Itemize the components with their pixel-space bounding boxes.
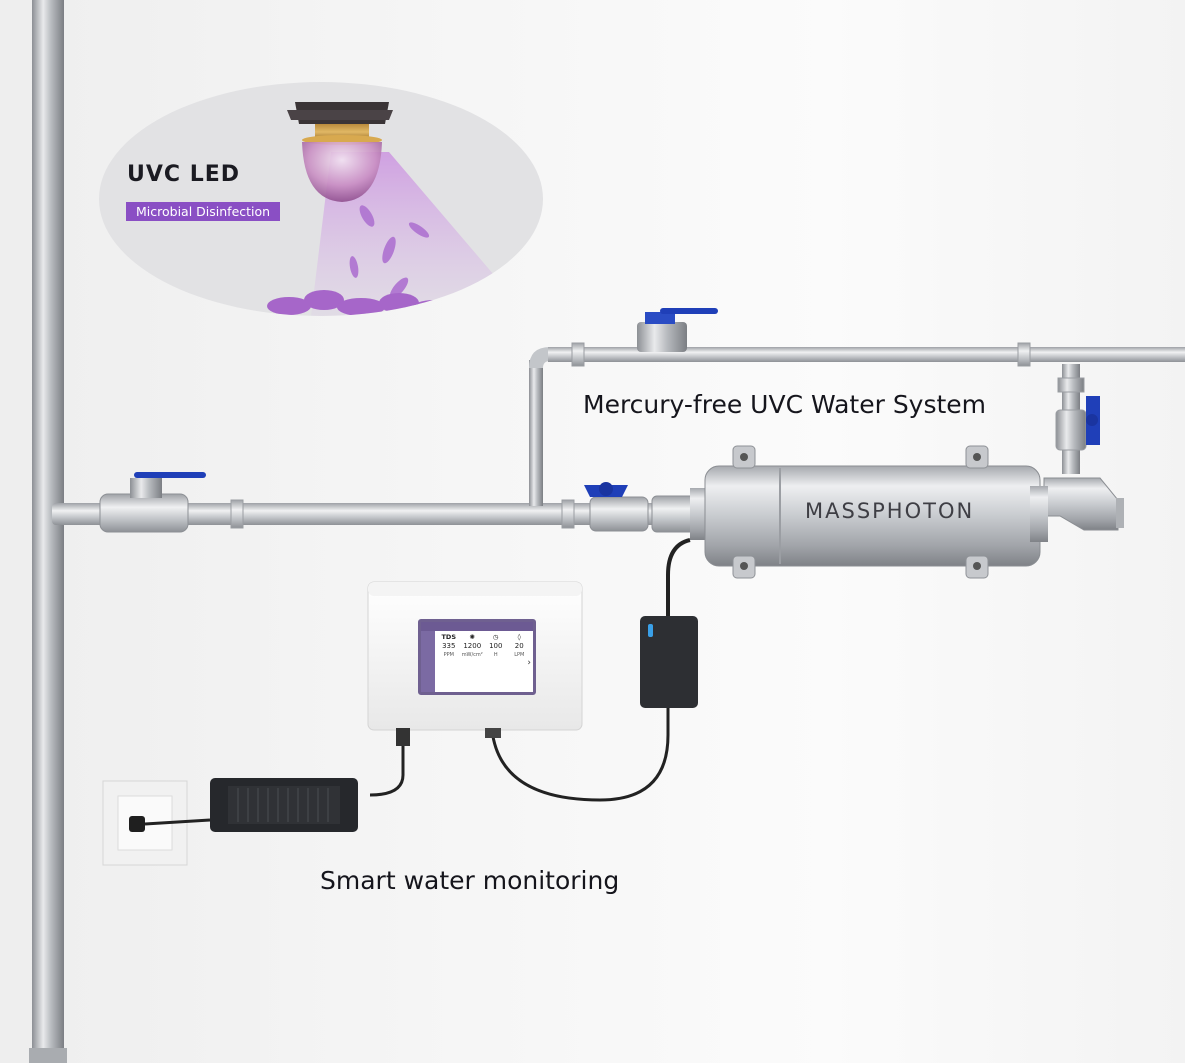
uvc-power-adapter xyxy=(490,538,698,802)
device-inlet-valve xyxy=(584,482,649,532)
monitor-screen: TDS 335 PPM ✺ 1200 mW/cm² ◷ 100 H ◊ 20 L… xyxy=(418,619,536,695)
uvc-reactor xyxy=(651,445,1048,579)
uvc-led-illustration xyxy=(267,102,529,316)
bypass-pipe-vertical xyxy=(529,360,543,506)
monitoring-caption: Smart water monitoring xyxy=(320,866,620,895)
metric-cell: TDS 335 PPM xyxy=(437,633,461,660)
uv-intensity-icon: ✺ xyxy=(469,633,475,641)
bypass-ball-valve xyxy=(637,308,718,352)
outlet-elbow xyxy=(1043,477,1119,531)
metric-cells: TDS 335 PPM ✺ 1200 mW/cm² ◷ 100 H ◊ 20 L… xyxy=(437,633,531,660)
reactor-brand-label: MASSPHOTON xyxy=(805,499,975,523)
metric-value: 1200 xyxy=(463,642,482,650)
metric-value: 335 xyxy=(442,642,456,650)
metric-unit: LPM xyxy=(514,652,525,658)
metric-value: 20 xyxy=(514,642,524,650)
chevron-right-icon[interactable]: › xyxy=(527,658,531,668)
water-drop-icon: ◊ xyxy=(517,633,521,641)
screen-status-bar xyxy=(421,622,533,631)
metric-value: 100 xyxy=(489,642,503,650)
metric-label: TDS xyxy=(441,633,456,641)
screen-sidebar xyxy=(421,631,435,692)
metric-unit: PPM xyxy=(443,652,454,658)
uvc-led-callout xyxy=(99,82,543,316)
metric-cell: ◊ 20 LPM xyxy=(508,633,532,660)
wall-socket xyxy=(102,780,211,866)
vertical-wall-pipe xyxy=(32,0,64,1063)
callout-title: UVC LED xyxy=(127,162,241,187)
metric-unit: mW/cm² xyxy=(461,652,483,658)
timer-icon: ◷ xyxy=(492,633,499,641)
inlet-ball-valve xyxy=(99,472,206,533)
metric-unit: H xyxy=(493,652,498,658)
controller-power-brick xyxy=(210,778,358,832)
metric-cell: ◷ 100 H xyxy=(484,633,508,660)
inlet-pipe xyxy=(52,503,692,525)
metric-cell: ✺ 1200 mW/cm² xyxy=(461,633,485,660)
uvc-system-caption: Mercury-free UVC Water System xyxy=(583,390,987,419)
callout-badge: Microbial Disinfection xyxy=(126,202,281,221)
